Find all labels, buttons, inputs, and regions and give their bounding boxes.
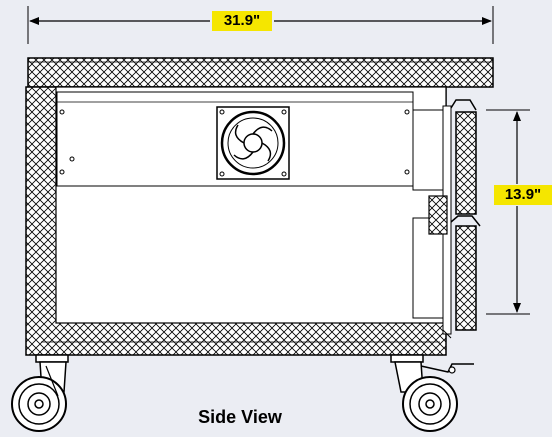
right-caster-icon [390,354,474,432]
height-dimension-label: 13.9" [494,185,552,205]
width-dimension [27,6,494,44]
fan-icon [216,106,290,180]
height-dimension [486,109,530,315]
left-caster-icon [11,354,69,432]
diagram-caption: Side View [198,407,282,427]
countertop [27,57,494,88]
width-dimension-label: 31.9" [212,11,272,31]
drawer-fronts [428,99,481,339]
